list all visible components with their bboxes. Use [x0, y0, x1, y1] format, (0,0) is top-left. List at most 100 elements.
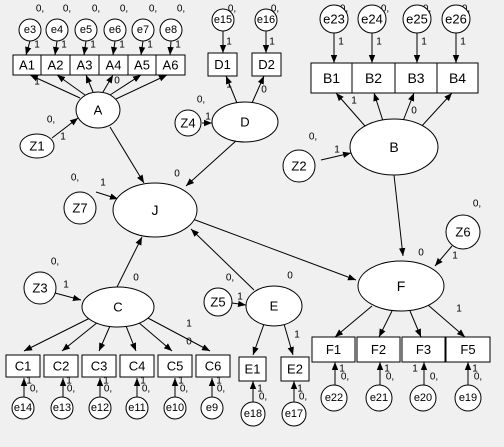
error-e18[interactable]: e18: [240, 401, 266, 427]
observed-d1[interactable]: D1: [207, 52, 238, 77]
observed-c4[interactable]: C4: [119, 354, 155, 378]
weight-label: 0: [261, 85, 267, 96]
a-block: e3 e4 e5 e6 e7 e8 0, 0, 0, 0, 0, 0, 1: [12, 4, 186, 159]
edge-z3-c: [54, 292, 82, 302]
latent-d[interactable]: D: [211, 101, 279, 143]
observed-e2[interactable]: E2: [280, 356, 310, 382]
weight-label: 0: [287, 271, 293, 282]
latent-e[interactable]: E: [245, 285, 303, 327]
error-e22[interactable]: e22: [320, 384, 348, 412]
weight-label: 1: [269, 37, 275, 48]
error-e19-label: e19: [459, 392, 477, 404]
disturbance-z3[interactable]: Z3: [23, 271, 57, 305]
error-e8[interactable]: e8: [159, 18, 183, 42]
error-e12[interactable]: e12: [88, 396, 112, 420]
weight-label: 1: [66, 376, 72, 387]
weight-label: 0: [114, 76, 120, 87]
latent-d-label: D: [240, 115, 249, 130]
latent-j[interactable]: J: [112, 182, 198, 238]
j-block: 0 J Z7 0, 1: [63, 169, 198, 238]
error-e7[interactable]: e7: [131, 18, 155, 42]
latent-f[interactable]: F: [357, 260, 445, 312]
error-e6[interactable]: e6: [103, 18, 127, 42]
latent-c-label: C: [113, 300, 122, 315]
variance-label: 0,: [228, 4, 236, 15]
observed-e1[interactable]: E1: [238, 356, 267, 382]
error-e15[interactable]: e15: [211, 8, 235, 32]
edge-c-c3: [98, 325, 111, 352]
error-e19[interactable]: e19: [454, 384, 482, 412]
edge-f-f2: [378, 310, 393, 338]
error-e10[interactable]: e10: [163, 396, 187, 420]
error-e25-label: e25: [406, 12, 428, 27]
observed-b1[interactable]: B1: [310, 62, 353, 94]
observed-f5[interactable]: F5: [445, 336, 491, 363]
error-e24[interactable]: e24: [357, 4, 387, 34]
edge-f-f5: [427, 304, 466, 338]
edge-b-b1: [335, 92, 366, 127]
observed-c3-label: C3: [91, 359, 108, 374]
observed-f2[interactable]: F2: [356, 336, 401, 363]
disturbance-z4[interactable]: Z4: [174, 109, 202, 137]
observed-a1[interactable]: A1: [12, 54, 42, 76]
disturbance-z5[interactable]: Z5: [203, 287, 233, 317]
error-e5[interactable]: e5: [74, 18, 98, 42]
error-e25[interactable]: e25: [402, 4, 432, 34]
observed-f3[interactable]: F3: [401, 336, 446, 363]
edge-e8-a6: [167, 40, 174, 56]
observed-c6-label: C6: [205, 359, 222, 374]
observed-f1[interactable]: F1: [311, 336, 356, 363]
observed-d2[interactable]: D2: [251, 52, 282, 77]
variance-label: 0,: [259, 392, 267, 403]
error-e17[interactable]: e17: [281, 401, 307, 427]
edge-b-b3: [402, 92, 415, 122]
error-e13[interactable]: e13: [50, 396, 74, 420]
observed-b3[interactable]: B3: [394, 62, 438, 94]
observed-b4[interactable]: B4: [436, 62, 479, 94]
error-e17-label: e17: [285, 408, 303, 420]
observed-c1-label: C1: [15, 359, 32, 374]
error-e4[interactable]: e4: [45, 18, 69, 42]
latent-a[interactable]: A: [75, 91, 121, 129]
observed-c5[interactable]: C5: [157, 354, 193, 378]
error-e14[interactable]: e14: [11, 396, 35, 420]
observed-a4[interactable]: A4: [98, 54, 129, 76]
error-e23[interactable]: e23: [319, 4, 349, 34]
observed-c2[interactable]: C2: [43, 354, 79, 378]
observed-b2[interactable]: B2: [351, 62, 396, 94]
edge-e5-a3: [81, 40, 89, 56]
disturbance-z2[interactable]: Z2: [282, 149, 316, 183]
error-e4-label: e4: [51, 24, 63, 36]
weight-label: 1: [472, 364, 478, 375]
observed-a3[interactable]: A3: [69, 54, 100, 76]
observed-e1-label: E1: [245, 362, 261, 377]
observed-a1-label: A1: [19, 58, 35, 73]
error-e9[interactable]: e9: [200, 396, 224, 420]
edge-z7-j: [95, 191, 119, 200]
observed-a2[interactable]: A2: [40, 54, 71, 76]
error-e20[interactable]: e20: [409, 384, 437, 412]
observed-c3[interactable]: C3: [81, 354, 117, 378]
error-e11[interactable]: e11: [125, 396, 149, 420]
observed-c6[interactable]: C6: [195, 354, 231, 378]
latent-c[interactable]: C: [81, 286, 155, 328]
edge-f-f1: [334, 305, 373, 338]
error-e3[interactable]: e3: [18, 18, 42, 42]
observed-a6[interactable]: A6: [155, 54, 186, 76]
observed-a5[interactable]: A5: [127, 54, 157, 76]
disturbance-z2-label: Z2: [291, 159, 306, 174]
weight-label: 1: [61, 40, 67, 51]
variance-label: 0,: [180, 384, 188, 395]
latent-b[interactable]: B: [349, 118, 439, 176]
disturbance-z1[interactable]: Z1: [19, 133, 55, 159]
error-e16[interactable]: e16: [254, 8, 278, 32]
disturbance-z6[interactable]: Z6: [445, 214, 481, 250]
weight-label: 1: [119, 40, 125, 51]
weight-label: 1: [100, 178, 106, 189]
weight-label: 1: [376, 37, 382, 48]
error-e21[interactable]: e21: [365, 384, 393, 412]
error-e26[interactable]: e26: [441, 4, 471, 34]
disturbance-z7[interactable]: Z7: [63, 191, 97, 225]
observed-c4-label: C4: [129, 359, 146, 374]
observed-c1[interactable]: C1: [5, 354, 41, 378]
